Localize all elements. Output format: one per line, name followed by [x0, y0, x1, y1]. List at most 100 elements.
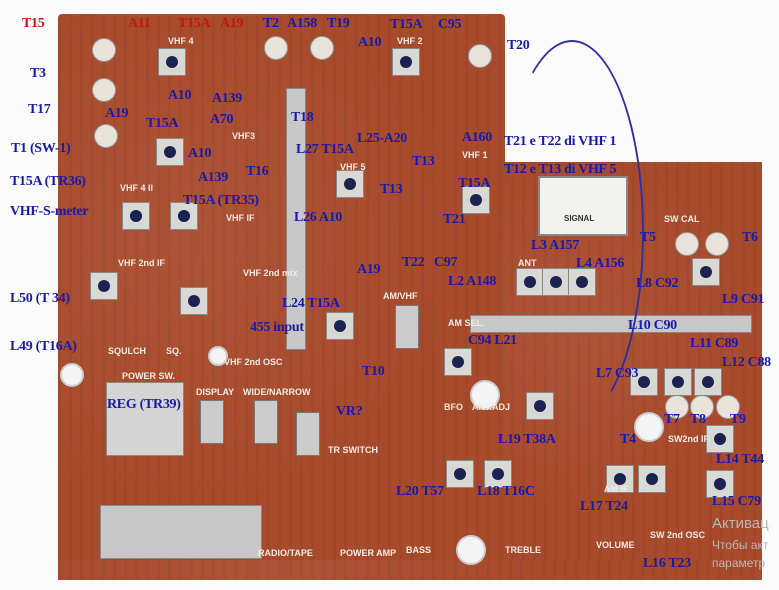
- mounting-hole: [208, 346, 228, 366]
- annotation-label: A19: [105, 106, 129, 121]
- if-coil: [170, 202, 198, 230]
- trimmer: [665, 395, 689, 419]
- switch[interactable]: [296, 412, 320, 456]
- trimmer: [716, 395, 740, 419]
- annotation-label: L50 (T 34): [10, 291, 70, 306]
- annotation-label: A139: [212, 91, 242, 106]
- activation-watermark-title: Активац: [712, 515, 769, 532]
- annotation-label: T16: [246, 164, 269, 179]
- if-coil: [694, 368, 722, 396]
- annotation-label: T18: [291, 110, 314, 125]
- annotation-label: T13: [380, 182, 403, 197]
- silk-vhf1: VHF 1: [462, 150, 488, 160]
- if-coil: [706, 470, 734, 498]
- activation-watermark-line2: параметр: [712, 556, 766, 570]
- annotation-label: REG (TR39): [107, 397, 181, 412]
- if-coil: [606, 465, 634, 493]
- annotation-label: T17: [28, 102, 51, 117]
- if-coil: [122, 202, 150, 230]
- silk-vhf-2nd-if: VHF 2nd IF: [118, 258, 165, 268]
- silk-squelch: SQULCH: [108, 346, 146, 356]
- annotation-label: L27 T15A: [296, 142, 354, 157]
- if-coil: [90, 272, 118, 300]
- if-coil: [158, 48, 186, 76]
- annotation-label: T15: [22, 16, 45, 31]
- if-coil: [706, 425, 734, 453]
- annotation-label: L2 A148: [448, 274, 497, 289]
- silk-volume: VOLUME: [596, 540, 635, 550]
- annotation-label: T21: [443, 212, 466, 227]
- antenna-wire: [500, 40, 644, 424]
- if-coil: [462, 186, 490, 214]
- silk-ant-adj: ANT.ADJ: [472, 402, 511, 412]
- annotation-label: L26 A10: [294, 210, 343, 225]
- if-coil: [444, 348, 472, 376]
- silk-vhf4: VHF 4: [168, 36, 194, 46]
- annotation-label: L3 A157: [531, 238, 580, 253]
- annotation-label: L10 C90: [628, 318, 677, 333]
- annotation-label: L15 C79: [712, 494, 761, 509]
- annotation-label: L16 T23: [643, 556, 691, 571]
- annotation-label: L8 C92: [636, 276, 679, 291]
- annotation-label: T1 (SW-1): [11, 141, 71, 156]
- display-switch[interactable]: [200, 400, 224, 444]
- if-coil: [638, 465, 666, 493]
- annotation-label: L18 T16C: [477, 484, 535, 499]
- annotation-label: A10: [358, 35, 382, 50]
- mounting-hole: [634, 412, 664, 442]
- am-vhf-switch[interactable]: [395, 305, 419, 349]
- annotation-label: T15A: [178, 16, 211, 31]
- silk-am-if: AM IF: [604, 484, 629, 494]
- annotation-label: VR?: [336, 404, 363, 419]
- annotation-label: L9 C91: [722, 292, 765, 307]
- silk-bfo: BFO: [444, 402, 463, 412]
- silk-tr-switch: TR SWITCH: [328, 445, 378, 455]
- annotation-label: L4 A156: [576, 256, 625, 271]
- cutout: [106, 382, 184, 456]
- annotation-label: T15A: [146, 116, 179, 131]
- circuit-board-bottom-edge: [58, 560, 762, 580]
- trimmer: [705, 232, 729, 256]
- trimmer: [468, 44, 492, 68]
- annotation-label: L12 C88: [722, 355, 771, 370]
- annotation-label: C97: [434, 255, 458, 270]
- wide-narrow-switch[interactable]: [254, 400, 278, 444]
- annotation-label: A10: [188, 146, 212, 161]
- mounting-hole: [60, 363, 84, 387]
- annotation-label: T21 e T22 di VHF 1: [504, 134, 617, 149]
- annotation-label: VHF-S-meter: [10, 204, 89, 219]
- annotation-label: A11: [128, 16, 151, 31]
- annotation-label: T15A (TR36): [10, 174, 86, 189]
- trimmer: [310, 36, 334, 60]
- if-coil: [180, 287, 208, 315]
- silk-am-vhf: AM/VHF: [383, 291, 418, 301]
- annotation-label: L19 T38A: [498, 432, 556, 447]
- trimmer: [92, 38, 116, 62]
- if-coil: [336, 170, 364, 198]
- if-coil: [446, 460, 474, 488]
- silk-vhf2: VHF 2: [397, 36, 423, 46]
- annotation-label: L49 (T16A): [10, 339, 77, 354]
- annotation-label: C95: [438, 17, 462, 32]
- if-coil: [156, 138, 184, 166]
- trimmer: [92, 78, 116, 102]
- silk-radio-tape: RADIO/TAPE: [258, 548, 313, 558]
- annotation-label: L14 T44: [716, 452, 764, 467]
- annotation-label: T9: [730, 412, 746, 427]
- annotation-label: T10: [362, 364, 385, 379]
- mounting-hole: [470, 380, 500, 410]
- annotation-label: T2: [263, 16, 279, 31]
- annotation-label: L24 T15A: [282, 296, 340, 311]
- annotation-label: A139: [198, 170, 228, 185]
- annotation-label: T7: [664, 412, 680, 427]
- silk-vhf-if: VHF IF: [226, 213, 255, 223]
- trimmer: [675, 232, 699, 256]
- annotation-label: T12 e T13 di VHF 5: [504, 162, 617, 177]
- annotation-label: L25-A20: [357, 131, 408, 146]
- annotation-label: A70: [210, 112, 234, 127]
- silk-vhf3: VHF3: [232, 131, 256, 141]
- if-coil: [392, 48, 420, 76]
- mounting-hole: [456, 535, 486, 565]
- annotation-label: L17 T24: [580, 499, 628, 514]
- silk-power-sw: POWER SW.: [122, 371, 176, 381]
